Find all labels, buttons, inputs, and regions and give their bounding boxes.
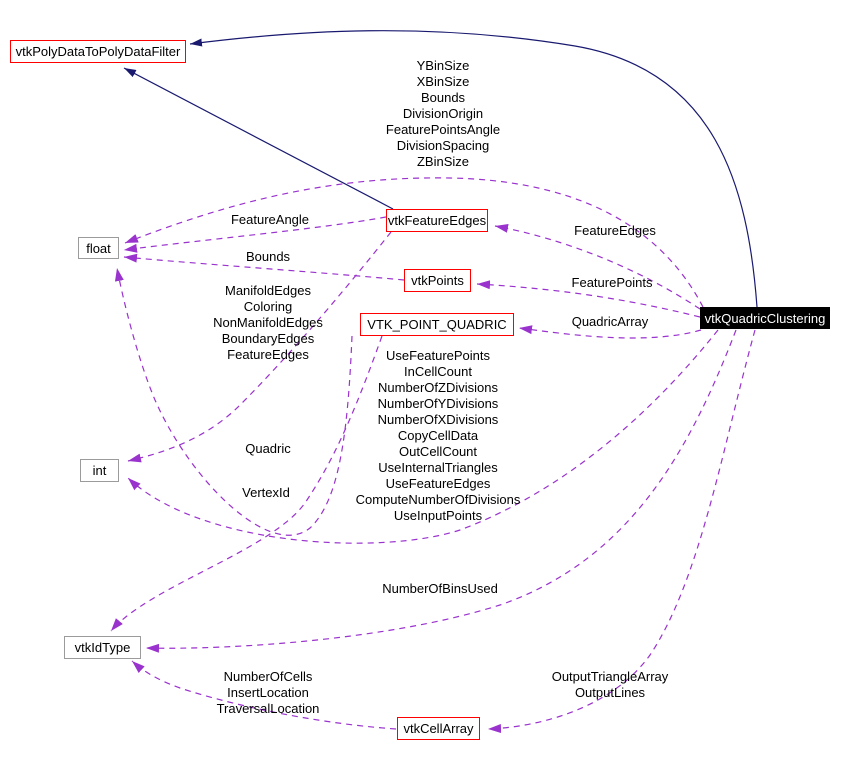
edge-clustering-to-points xyxy=(476,280,701,318)
edge-quadricstruct-to-idtype xyxy=(110,335,383,632)
edge-clustering-to-polyfilter xyxy=(189,30,758,308)
node-int: int xyxy=(80,459,119,482)
edge-featureedges-to-polyfilter xyxy=(123,67,394,210)
edge-label-vertexid: VertexId xyxy=(242,485,290,500)
edge-label-featurepoints: FeaturePoints xyxy=(571,275,653,290)
edge-clustering-to-cellarray xyxy=(487,329,756,733)
edge-label-quadricarray: QuadricArray xyxy=(571,314,649,329)
edge-label-numberofbinsused: NumberOfBinsUsed xyxy=(382,581,498,596)
edge-label-featureedges: FeatureEdges xyxy=(574,223,656,238)
node-vtkpoints[interactable]: vtkPoints xyxy=(404,269,471,292)
node-vtkidtype: vtkIdType xyxy=(64,636,141,659)
edge-label-quadric: Quadric xyxy=(245,441,291,456)
node-vtkquadricclustering: vtkQuadricClustering xyxy=(700,307,830,329)
node-vtkpolydatatopolydatafilter[interactable]: vtkPolyDataToPolyDataFilter xyxy=(10,40,186,63)
edge-label-output-arrays: OutputTriangleArray OutputLines xyxy=(551,669,669,700)
edge-label-points-bounds: Bounds xyxy=(245,249,291,264)
edge-label-clustering-float-members: YBinSize XBinSize Bounds DivisionOrigin … xyxy=(385,58,501,169)
edge-clustering-to-int xyxy=(127,329,719,544)
edge-clustering-to-featureedges xyxy=(494,223,701,310)
node-vtk-point-quadric[interactable]: VTK_POINT_QUADRIC xyxy=(360,313,514,336)
edge-cellarray-to-idtype xyxy=(131,660,397,730)
edge-clustering-to-idtype xyxy=(145,329,737,653)
node-vtkfeatureedges[interactable]: vtkFeatureEdges xyxy=(386,209,488,232)
edge-label-featureangle: FeatureAngle xyxy=(230,212,310,227)
edge-clustering-to-float xyxy=(124,177,704,308)
edge-clustering-to-quadricstruct xyxy=(518,325,702,339)
node-vtkcellarray[interactable]: vtkCellArray xyxy=(397,717,480,740)
node-float: float xyxy=(78,237,119,259)
edge-featureedges-to-float xyxy=(123,216,387,253)
edge-quadricstruct-to-float xyxy=(114,267,353,536)
edge-label-featureedges-int-members: ManifoldEdges Coloring NonManifoldEdges … xyxy=(213,283,323,362)
edge-label-cellarray-idtype-members: NumberOfCells InsertLocation TraversalLo… xyxy=(216,669,320,716)
edge-label-clustering-int-members: UseFeaturePoints InCellCount NumberOfZDi… xyxy=(355,348,521,523)
